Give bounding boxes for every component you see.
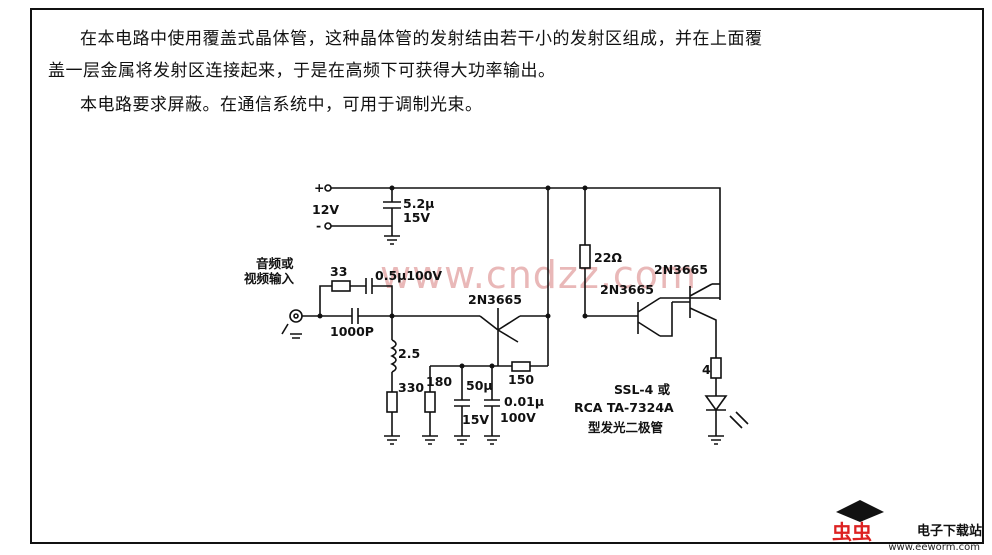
cap1-value: 5.2μ	[403, 196, 434, 211]
paragraph-line-1: 在本电路中使用覆盖式晶体管，这种晶体管的发射结由若干小的发射区组成，并在上面覆	[80, 29, 763, 49]
cap-5u2	[383, 188, 401, 236]
ground-6	[708, 435, 724, 445]
cap-50u	[454, 366, 470, 436]
inductor-2u5	[390, 339, 397, 373]
transistor-q2	[632, 297, 661, 337]
graduation-cap-icon	[836, 500, 884, 522]
supply-minus-terminal	[324, 222, 332, 230]
resistor-180	[424, 391, 436, 413]
cap3-label: 1000P	[330, 324, 374, 339]
r33-label: 33	[330, 264, 347, 279]
supply-plus-terminal	[324, 184, 332, 192]
q1-label: 2N3665	[468, 292, 522, 307]
logo-url: www.eeworm.com	[888, 542, 980, 553]
ground-2	[384, 435, 400, 445]
minus-label: -	[316, 218, 321, 233]
ground-1	[384, 235, 400, 245]
junction-dots	[317, 185, 588, 369]
cap5-label: 0.01μ	[504, 394, 544, 409]
led-label-3: 型发光二极管	[588, 420, 663, 435]
transistor-q3	[672, 283, 717, 358]
cap2-label: 0.5μ100V	[375, 268, 442, 283]
supply-voltage-label: 12V	[312, 202, 339, 217]
transistor-q1	[479, 308, 521, 346]
r150-label: 150	[508, 372, 534, 387]
resistor-150	[511, 361, 531, 372]
plus-label: +	[314, 180, 324, 195]
paragraph-line-3: 本电路要求屏蔽。在通信系统中，可用于调制光束。	[80, 95, 483, 115]
input-ground	[281, 323, 302, 339]
logo-name: 电子下载站	[916, 524, 982, 539]
resistor-330	[386, 391, 398, 413]
ground-3	[422, 435, 438, 445]
resistor-22	[579, 244, 591, 269]
ground-4	[454, 435, 470, 445]
paragraph-line-2: 盖一层金属将发射区连接起来，于是在高频下可获得大功率输出。	[48, 61, 556, 81]
input-jack	[289, 309, 303, 323]
cap5-voltage: 100V	[500, 410, 536, 425]
cap4-voltage: 15V	[462, 412, 489, 427]
top-rail-wire	[331, 187, 721, 300]
input-branch	[319, 285, 393, 316]
led-label-2: RCA TA-7324A	[574, 400, 674, 415]
watermark: www.cndzz.com	[380, 253, 697, 297]
led-diode	[704, 378, 728, 436]
cap-1000p	[351, 308, 359, 324]
r22-label: 22Ω	[594, 250, 622, 265]
figure-frame	[30, 8, 984, 544]
cap-0u01	[484, 366, 500, 436]
r180-label: 180	[426, 374, 452, 389]
r330-label: 330	[398, 380, 424, 395]
cap1-voltage: 15V	[403, 210, 430, 225]
input-jack-center	[293, 313, 299, 319]
led-label-1: SSL-4 或	[614, 382, 671, 397]
input-label-1: 音频或	[256, 256, 294, 271]
ground-5	[484, 435, 500, 445]
cap4-label: 50μ	[466, 378, 493, 393]
resistor-33	[331, 280, 351, 292]
light-rays	[729, 411, 749, 429]
logo-cn: 虫虫	[832, 520, 872, 544]
q2-label: 2N3665	[600, 282, 654, 297]
inductor-label: 2.5	[398, 346, 420, 361]
r4-label: 4	[702, 362, 711, 377]
q2-emitter-to-q3	[660, 302, 673, 337]
q3-label: 2N3665	[654, 262, 708, 277]
resistor-4	[710, 357, 722, 379]
input-label-2: 视频输入	[244, 271, 295, 286]
cap-0u5	[365, 278, 373, 294]
